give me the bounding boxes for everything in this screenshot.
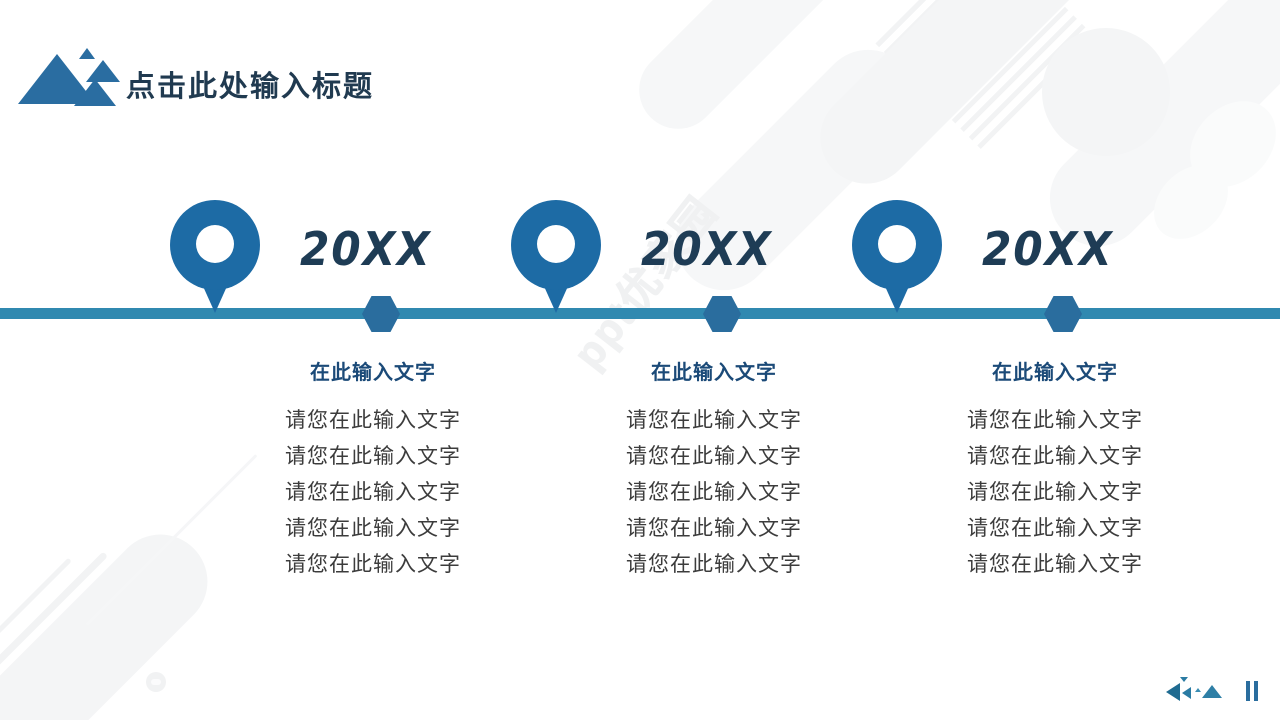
list-item: 请您在此输入文字: [285, 481, 461, 504]
map-pin-hole: [878, 225, 916, 263]
page-title: 点击此处输入标题: [126, 71, 375, 103]
timeline-group: 20XX 在此输入文字 请您在此输入文字 请您在此输入文字 请您在此输入文字 请…: [852, 0, 1192, 720]
triangle-medium-icon: [86, 60, 120, 82]
list-item: 请您在此输入文字: [967, 409, 1143, 432]
timeline-hexagon-marker[interactable]: [362, 296, 400, 332]
list-item: 请您在此输入文字: [626, 481, 802, 504]
timeline-group: 20XX 在此输入文字 请您在此输入文字 请您在此输入文字 请您在此输入文字 请…: [511, 0, 851, 720]
map-pin-icon[interactable]: [511, 200, 601, 313]
block-heading: 在此输入文字: [310, 362, 436, 384]
pause-icon[interactable]: [1246, 681, 1258, 701]
prev-next-arrows-icon[interactable]: [1166, 677, 1226, 703]
timeline-text-block: 在此输入文字 请您在此输入文字 请您在此输入文字 请您在此输入文字 请您在此输入…: [599, 363, 829, 583]
triangle-tiny-icon: [79, 48, 95, 59]
map-pin-icon[interactable]: [852, 200, 942, 313]
list-item: 请您在此输入文字: [967, 481, 1143, 504]
list-item: 请您在此输入文字: [285, 409, 461, 432]
pause-bar-left: [1246, 681, 1250, 701]
list-item: 请您在此输入文字: [626, 409, 802, 432]
list-item: 请您在此输入文字: [626, 445, 802, 468]
player-controls: [1166, 677, 1258, 704]
arrow-tip-icon: [1180, 677, 1188, 682]
triangle-small-icon: [74, 79, 116, 106]
list-item: 请您在此输入文字: [626, 517, 802, 540]
arrow-dot-icon: [1195, 688, 1201, 692]
mountain-triangles-logo-icon: [18, 38, 120, 106]
timeline-text-block: 在此输入文字 请您在此输入文字 请您在此输入文字 请您在此输入文字 请您在此输入…: [258, 363, 488, 583]
arrow-left-large-icon: [1166, 683, 1180, 701]
block-heading: 在此输入文字: [992, 362, 1118, 384]
arrow-left-small-icon: [1182, 687, 1191, 699]
list-item: 请您在此输入文字: [967, 517, 1143, 540]
timeline-year: 20XX: [300, 222, 432, 276]
triangle-up-icon: [1202, 685, 1222, 698]
pause-bar-right: [1254, 681, 1258, 701]
list-item: 请您在此输入文字: [967, 553, 1143, 576]
timeline-group: 20XX 在此输入文字 请您在此输入文字 请您在此输入文字 请您在此输入文字 请…: [170, 0, 510, 720]
block-lines: 请您在此输入文字 请您在此输入文字 请您在此输入文字 请您在此输入文字 请您在此…: [599, 403, 829, 583]
block-lines: 请您在此输入文字 请您在此输入文字 请您在此输入文字 请您在此输入文字 请您在此…: [258, 403, 488, 583]
timeline-axis: [0, 308, 1280, 319]
list-item: 请您在此输入文字: [285, 517, 461, 540]
map-pin-hole: [537, 225, 575, 263]
map-pin-icon[interactable]: [170, 200, 260, 313]
block-lines: 请您在此输入文字 请您在此输入文字 请您在此输入文字 请您在此输入文字 请您在此…: [940, 403, 1170, 583]
slide-header: 点击此处输入标题: [18, 32, 375, 106]
timeline-hexagon-marker[interactable]: [703, 296, 741, 332]
list-item: 请您在此输入文字: [285, 553, 461, 576]
list-item: 请您在此输入文字: [967, 445, 1143, 468]
block-heading: 在此输入文字: [651, 362, 777, 384]
timeline-year: 20XX: [641, 222, 773, 276]
timeline-year: 20XX: [982, 222, 1114, 276]
list-item: 请您在此输入文字: [285, 445, 461, 468]
list-item: 请您在此输入文字: [626, 553, 802, 576]
timeline-hexagon-marker[interactable]: [1044, 296, 1082, 332]
timeline-text-block: 在此输入文字 请您在此输入文字 请您在此输入文字 请您在此输入文字 请您在此输入…: [940, 363, 1170, 583]
map-pin-hole: [196, 225, 234, 263]
